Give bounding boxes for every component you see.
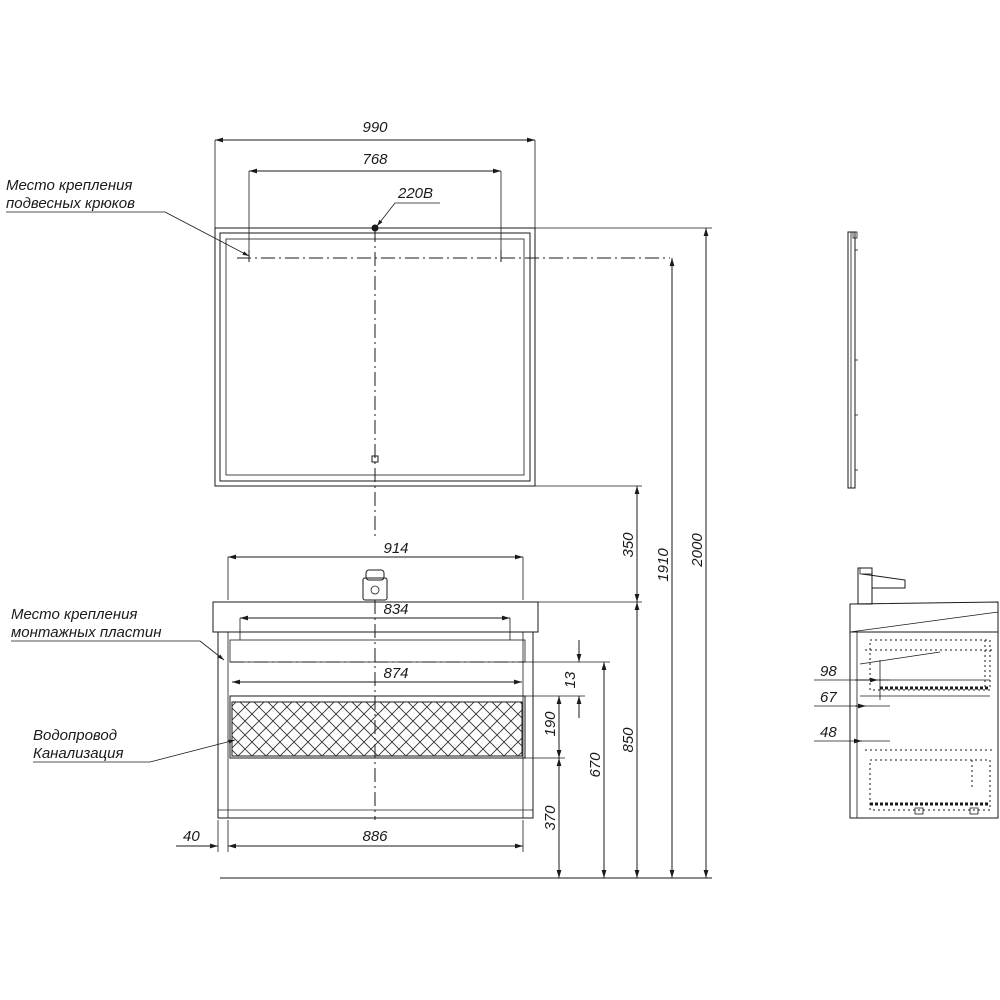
dim-gap-13: 13 <box>525 640 610 718</box>
side-67-value: 67 <box>820 689 837 706</box>
mirror-width-value: 990 <box>362 119 388 136</box>
cabinet-side-view <box>849 567 999 819</box>
h-670-value: 670 <box>587 752 604 778</box>
basin-width-value: 914 <box>383 540 408 557</box>
plate-spacing-value: 834 <box>383 601 408 618</box>
pipes-label-line1: Водопровод <box>33 727 117 744</box>
dim-h-2000: 2000 <box>535 227 712 878</box>
side-offset-value: 40 <box>183 828 200 845</box>
side-98-value: 98 <box>820 663 837 680</box>
h-1910-value: 1910 <box>655 548 672 582</box>
voltage-callout: 220В <box>376 185 440 227</box>
dim-h-1910: 1910 <box>655 258 675 878</box>
voltage-label: 220В <box>397 185 433 202</box>
dim-hook-spacing: 768 <box>248 151 502 258</box>
dim-h-850: 850 <box>538 601 642 878</box>
plates-label-line1: Место крепления <box>11 606 137 623</box>
switch-icon <box>371 455 379 463</box>
side-48-value: 48 <box>820 724 837 741</box>
cabinet-front-view <box>212 569 539 820</box>
h-350-value: 350 <box>620 532 637 558</box>
dim-h-190: 190 <box>525 696 565 759</box>
h-2000-value: 2000 <box>689 533 706 568</box>
faucet-side-icon <box>857 567 906 605</box>
dim-plate-spacing: 834 <box>239 601 511 640</box>
hooks-label-line1: Место крепления <box>6 177 132 194</box>
dim-side-48: 48 <box>814 724 890 744</box>
cabinet-width-value: 886 <box>362 828 388 845</box>
hooks-callout: Место крепления подвесных крюков <box>6 177 250 257</box>
mirror-front-view <box>214 224 670 540</box>
gap-13-value: 13 <box>562 671 579 688</box>
plates-callout: Место крепления монтажных пластин <box>11 606 225 661</box>
h-370-value: 370 <box>542 805 559 831</box>
mirror-side-view <box>847 231 858 489</box>
dim-h-370: 370 <box>542 758 562 878</box>
dim-cabinet-inner: 874 <box>232 665 522 685</box>
dim-side-98: 98 <box>814 663 890 683</box>
hooks-label-line2: подвесных крюков <box>6 195 135 212</box>
power-socket-icon <box>371 224 379 232</box>
dim-mirror-width: 990 <box>214 119 536 228</box>
faucet-icon <box>362 569 388 601</box>
cabinet-inner-value: 874 <box>383 665 408 682</box>
pipes-label-line2: Канализация <box>33 745 124 762</box>
h-850-value: 850 <box>620 727 637 753</box>
plates-label-line2: монтажных пластин <box>11 624 161 641</box>
pipes-callout: Водопровод Канализация <box>33 727 236 763</box>
dim-h-350: 350 <box>535 485 642 602</box>
dim-side-offset: 40 <box>176 820 245 852</box>
dim-basin-width: 914 <box>227 540 524 600</box>
dim-side-67: 67 <box>814 689 890 709</box>
dim-h-670: 670 <box>587 662 607 878</box>
h-190-value: 190 <box>542 711 559 737</box>
dim-cabinet-width: 886 <box>227 820 524 852</box>
hook-spacing-value: 768 <box>362 151 388 168</box>
